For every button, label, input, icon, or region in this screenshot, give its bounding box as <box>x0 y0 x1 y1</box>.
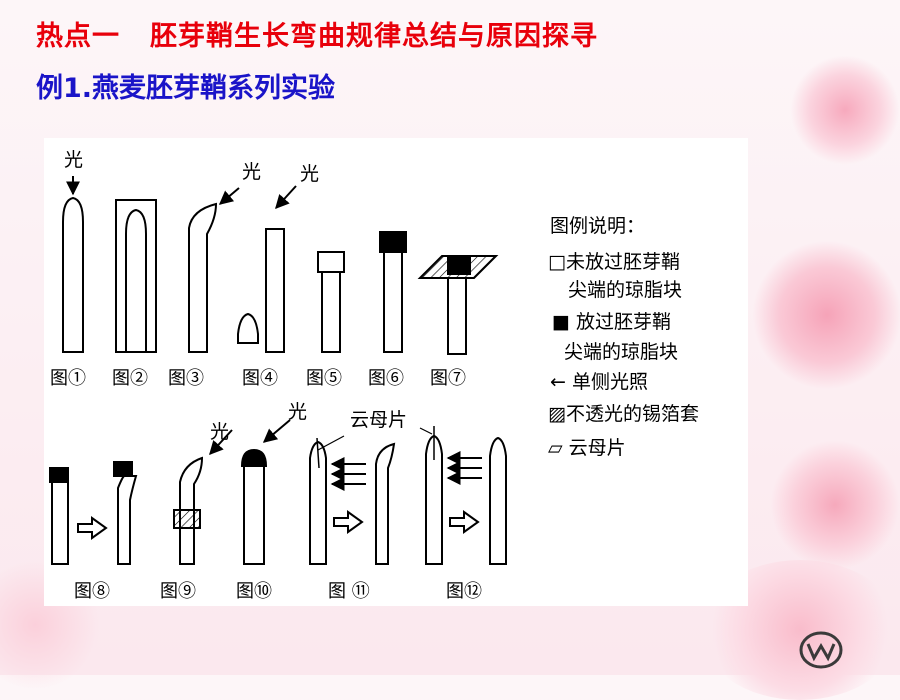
figure-caption: 图⑤ <box>306 368 342 389</box>
coleoptile-fig8 <box>49 461 138 565</box>
light-label: 光 <box>242 161 261 183</box>
page-title: 热点一胚芽鞘生长弯曲规律总结与原因探寻 <box>36 21 598 52</box>
figure-caption: 图⑦ <box>430 368 466 389</box>
coleoptile-fig7-mica-agar <box>417 255 499 355</box>
blossom-decoration <box>790 55 900 165</box>
legend-item: 尖端的琼脂块 <box>568 279 682 301</box>
light-label: 光 <box>300 163 319 185</box>
figure-caption: 图⑧ <box>74 581 110 602</box>
figure-caption: 图① <box>50 368 86 389</box>
coleoptile-fig4-cut-tip <box>237 185 297 353</box>
coleoptile-fig12-mica <box>419 426 507 565</box>
figure-caption: 图④ <box>242 368 278 389</box>
coleoptile-fig11-mica <box>309 435 396 565</box>
legend-item: ▱ 云母片 <box>548 437 626 459</box>
school-logo <box>799 631 843 669</box>
coleoptile-fig5-plain-agar <box>317 251 345 353</box>
coleoptile-fig3 <box>188 187 240 353</box>
mica-label: 云母片 <box>350 409 407 431</box>
legend-item: 尖端的琼脂块 <box>564 341 678 363</box>
legend-item: ← 单侧光照 <box>550 371 648 393</box>
legend-item: □未放过胚芽鞘 <box>548 251 680 273</box>
blossom-decoration <box>752 240 900 390</box>
light-label: 光 <box>64 149 83 171</box>
light-label: 光 <box>210 421 229 443</box>
legend-title: 图例说明： <box>550 215 645 237</box>
figure-caption: 图 ⑪ <box>328 581 370 602</box>
coleoptile-fig10 <box>240 419 291 565</box>
example-subtitle: 例1.燕麦胚芽鞘系列实验 <box>36 73 336 104</box>
blossom-decoration <box>770 440 900 570</box>
legend-item: ▨不透光的锡箔套 <box>548 403 699 425</box>
coleoptile-fig6-treated-agar <box>379 231 407 353</box>
legend: 图例说明： □未放过胚芽鞘 尖端的琼脂块 ■ 放过胚芽鞘 尖端的琼脂块 ← 单侧… <box>548 215 699 459</box>
figure-caption: 图⑥ <box>368 368 404 389</box>
experiment-figure: 光 光 光 光 光 云母片 图① 图② 图③ <box>44 138 748 606</box>
coleoptile-fig1 <box>62 176 84 353</box>
coleoptile-fig9-foil-sleeve <box>173 429 233 565</box>
figure-caption: 图⑩ <box>236 581 272 602</box>
figure-caption: 图② <box>112 368 148 389</box>
coleoptile-fig2-foil-cap <box>115 199 157 353</box>
legend-item: ■ 放过胚芽鞘 <box>552 311 671 333</box>
light-label: 光 <box>288 401 307 423</box>
figure-caption: 图⑫ <box>446 581 482 602</box>
figure-caption: 图⑨ <box>160 581 196 602</box>
figure-caption: 图③ <box>168 368 204 389</box>
